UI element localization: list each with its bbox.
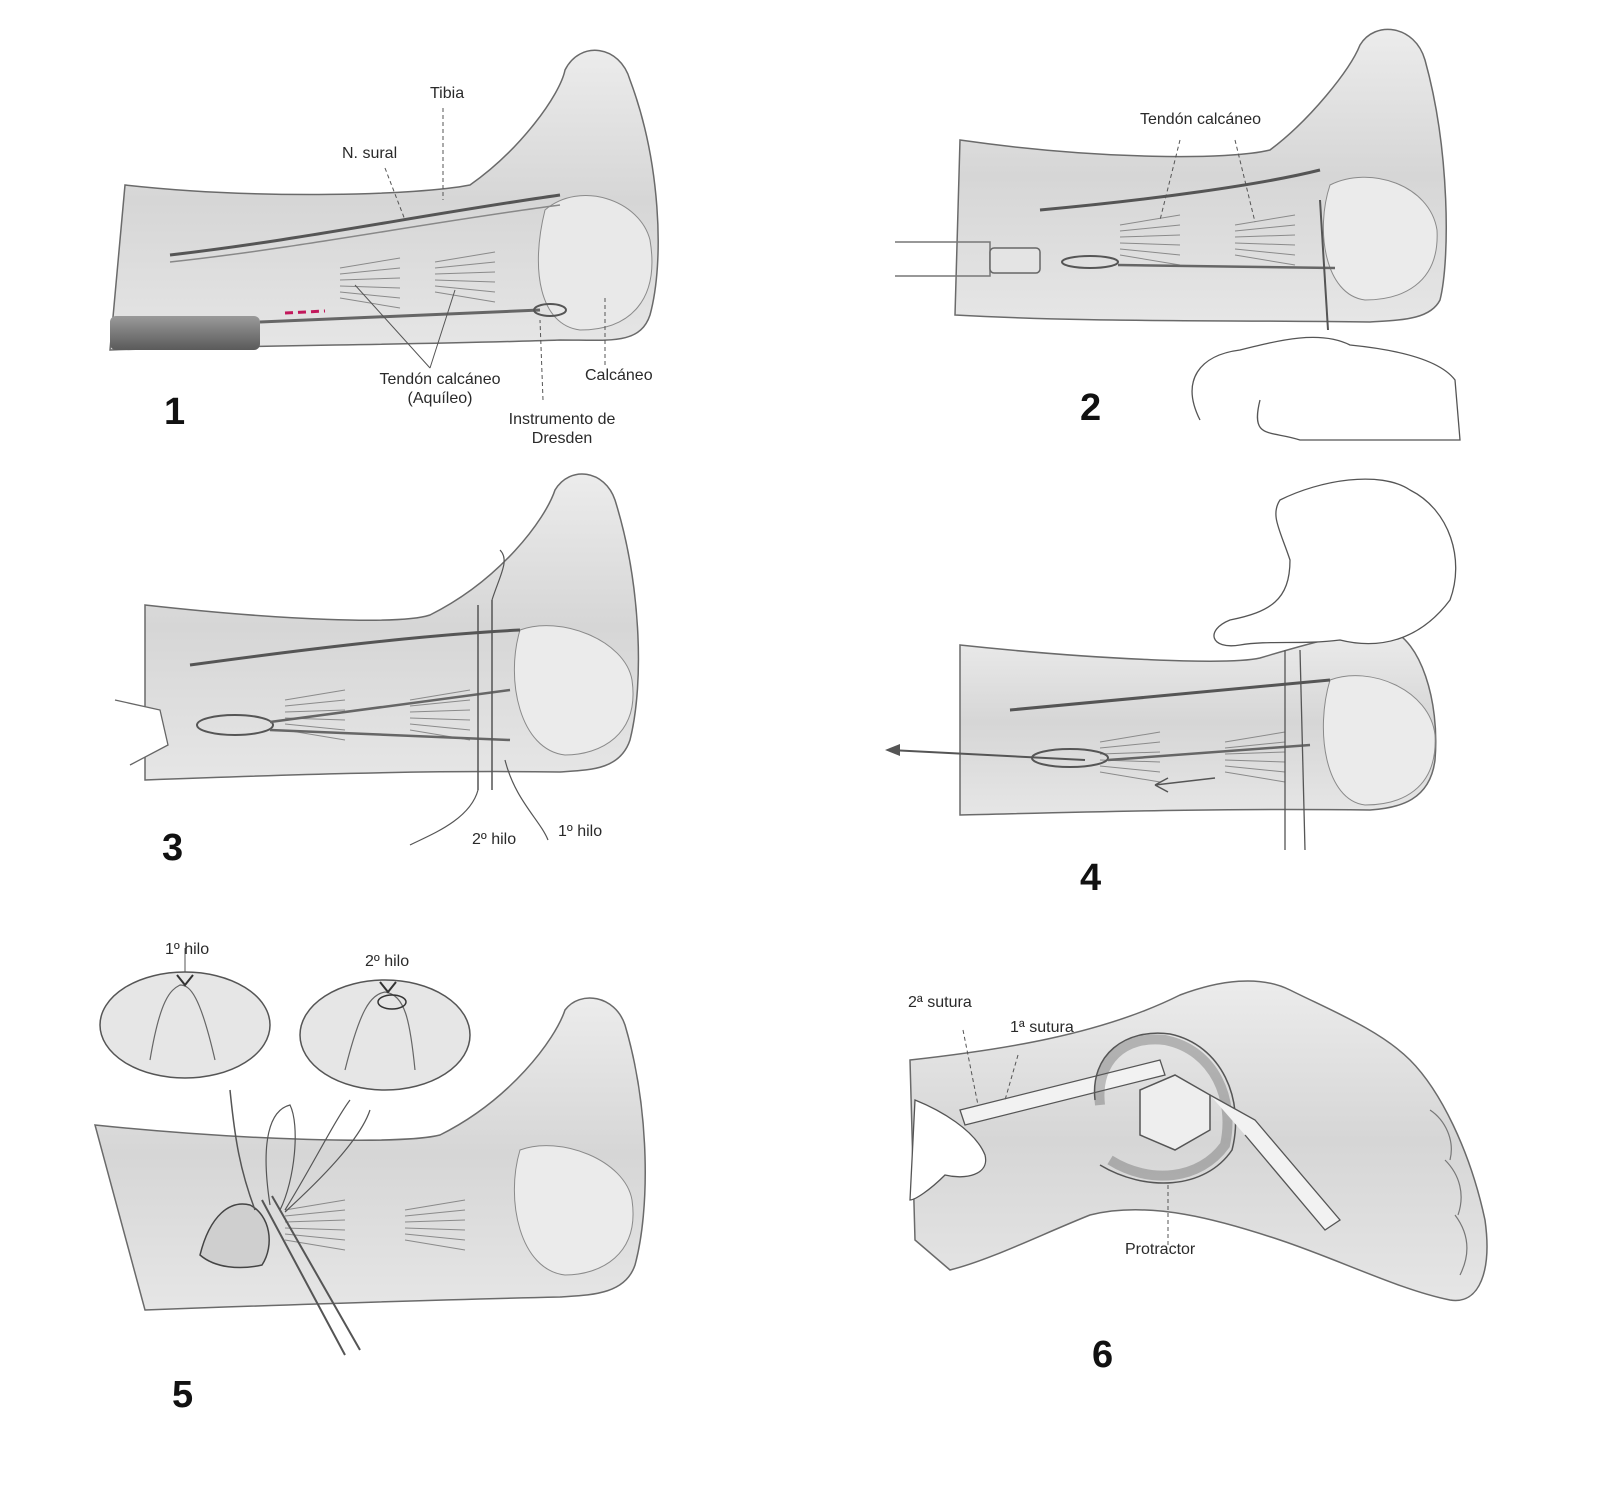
tendon-rod-6	[959, 1059, 1166, 1126]
leg-4	[959, 629, 1437, 816]
tibia-3	[189, 628, 521, 667]
panel-2	[895, 28, 1461, 441]
dresden-shaft-lower-3	[269, 728, 511, 742]
leg-6	[909, 980, 1488, 1302]
dresden-tip-3	[196, 714, 274, 736]
label-thread-2-panel3: 2º hilo	[472, 831, 517, 848]
step-number-5: 5	[172, 1374, 194, 1416]
panel-4	[885, 478, 1457, 851]
label-calcaneus: Calcáneo	[585, 367, 653, 384]
leg-3	[144, 473, 640, 781]
cross-section-1-knot	[149, 984, 216, 1061]
retractor-5	[229, 1089, 256, 1211]
step-number-2: 2	[1080, 387, 1102, 429]
thread-top-3	[491, 549, 505, 601]
step-number-6: 6	[1092, 1334, 1114, 1376]
knot-1	[176, 974, 194, 987]
label-protractor: Protractor	[1125, 1241, 1196, 1258]
dresden-grip-2	[989, 247, 1041, 274]
thread-4b	[1299, 649, 1306, 851]
needle-2	[1319, 199, 1329, 331]
dresden-tip-4	[1031, 748, 1109, 768]
incision-marker-1	[284, 309, 326, 315]
knot-2-loop	[377, 994, 407, 1010]
protractor-center-6	[1139, 1074, 1211, 1151]
protractor-arc-6	[1094, 1034, 1233, 1181]
arrow-tip-4	[885, 744, 900, 756]
dresden-tip-2	[1061, 255, 1119, 269]
tibia-2	[1039, 168, 1321, 212]
heel-bone-5	[513, 1145, 634, 1276]
cross-section-2	[299, 979, 471, 1091]
dresden-shaft-4	[1107, 743, 1311, 762]
protractor-arm-6	[1209, 1094, 1341, 1231]
thread-loop-5a	[265, 1104, 296, 1211]
panel-1	[109, 49, 659, 401]
label-thread-1-panel5: 1º hilo	[165, 941, 210, 958]
pull-arrow-4	[1154, 777, 1216, 793]
cross-section-2-knot	[344, 991, 416, 1071]
label-thread-2-panel5: 2º hilo	[365, 953, 410, 970]
dresden-tip-1	[533, 303, 567, 317]
protractor-outline-6	[1093, 1032, 1237, 1184]
heel-bone-4	[1322, 675, 1436, 806]
label-thread-1-panel3: 1º hilo	[558, 823, 603, 840]
thread-loop-5c	[284, 1109, 371, 1213]
hand-4	[1213, 478, 1457, 647]
dresden-shaft-1	[259, 308, 541, 324]
tibia-1	[169, 193, 561, 257]
hand-6	[909, 1099, 987, 1201]
thread-1-3	[504, 759, 549, 841]
step-number-4: 4	[1080, 857, 1102, 899]
toes-6	[1429, 1109, 1468, 1276]
panel-3	[114, 473, 640, 846]
leg-1	[109, 49, 659, 351]
label-calcaneal-tendon-2: Tendón calcáneo	[1140, 111, 1261, 128]
dresden-handle-3	[114, 699, 169, 766]
leader-sural	[384, 167, 406, 221]
dresden-shaft-2	[1117, 263, 1336, 270]
heel-bone-2	[1322, 176, 1438, 301]
leader-tendon	[354, 284, 456, 369]
label-suture-2: 2ª sutura	[908, 994, 972, 1011]
label-achilles-tendon: Tendón calcáneo (Aquíleo)	[379, 371, 501, 407]
step-number-3: 3	[162, 827, 184, 869]
incision-5	[199, 1203, 270, 1269]
label-sural-nerve: N. sural	[342, 145, 398, 162]
tibia-4	[1009, 678, 1331, 712]
needle-left-4	[889, 749, 1086, 761]
label-suture-1: 1ª sutura	[1010, 1019, 1074, 1036]
panel-5	[93, 948, 646, 1356]
thread-loop-5b	[284, 1099, 351, 1211]
cross-section-1	[99, 971, 271, 1079]
dresden-handle-1	[110, 316, 260, 350]
heel-bone-3	[513, 625, 634, 756]
knot-2	[379, 981, 397, 994]
dresden-shaft-upper-3	[269, 688, 511, 724]
label-dresden-instrument: Instrumento de Dresden	[508, 411, 616, 447]
leader-instrument	[539, 319, 544, 401]
panel-6	[909, 980, 1488, 1302]
leader-tendon-2	[1159, 139, 1256, 223]
leader-sutura1	[1004, 1054, 1019, 1101]
heel-bone-1	[537, 195, 653, 331]
hand-2	[1191, 336, 1461, 441]
step-number-1: 1	[164, 391, 186, 433]
leader-sutura2	[962, 1029, 979, 1106]
sural-nerve-1	[169, 204, 561, 263]
forceps-5	[261, 1195, 361, 1356]
thread-2-3	[409, 789, 479, 846]
label-tibia: Tibia	[430, 85, 465, 102]
